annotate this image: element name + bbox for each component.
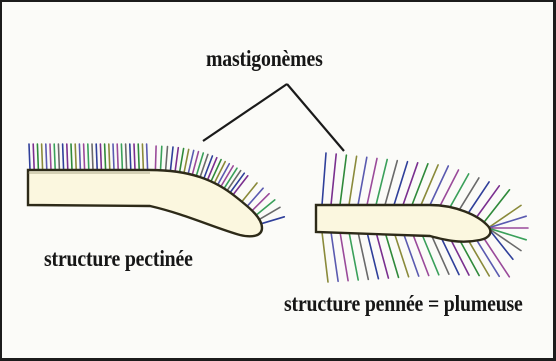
pointer-lines [203,84,344,151]
pectinate-hair [252,194,269,211]
pinnate-hair-tip [488,228,513,259]
pinnate-structure-label: structure pennée = plumeuse [284,291,523,317]
pinnate-hair-tip [488,216,526,228]
pinnate-hair-upper [421,165,438,205]
pectinate-hair [113,144,114,170]
pectinate-hair [88,144,89,170]
pinnate-hair-upper [466,182,489,217]
pinnate-hair-lower [340,232,348,281]
pectinate-hair [109,144,110,170]
pectinate-hair [180,149,184,173]
pectinate-hair [147,144,148,170]
pectinate-hair [42,144,43,170]
pectinate-hair [126,144,127,170]
pointer-line-left [203,84,287,141]
pectinate-hair [67,144,68,170]
pectinate-hair [208,158,217,180]
pectinate-hair [96,144,97,170]
pinnate-hair-upper [322,153,326,205]
pectinate-hair [71,144,72,170]
pinnate-hair-upper [457,178,479,214]
pectinate-hair [75,144,76,170]
pinnate-hair-upper [475,186,499,220]
pinnate-hair-lower [367,232,378,279]
pinnate-hair-upper [358,157,367,205]
pinnate-hair-tip [488,228,521,251]
pectinate-hair [29,144,30,170]
pectinate-hair [166,147,168,171]
pectinate-hair [184,149,189,173]
pectinate-hair [261,217,284,224]
pinnate-hair-upper [331,154,336,205]
pectinate-hair [50,144,51,170]
pectinate-hair [54,144,55,170]
pinnate-hair-upper [439,170,459,208]
pinnate-hair-lower [403,232,419,276]
pectinate-hair [79,144,80,170]
pectinate-hair [161,146,162,170]
pectinate-hair [100,144,101,170]
pectinate-hair [134,144,135,170]
pectinate-hair [117,144,118,170]
pinnate-hair-lower [412,232,429,276]
pectinate-hair [63,144,64,170]
pectinate-hair [33,144,34,170]
pinnate-hair-lower [349,232,358,280]
pinnate-hair-lower [331,232,338,281]
pectinate-hair [155,146,156,170]
pinnate-hair-upper [340,155,346,205]
pinnate-hair-lower [322,232,328,282]
pectinate-hair [37,144,38,170]
pectinate-hair [170,147,173,171]
pectinate-hair [84,144,85,170]
pectinate-hair [130,144,131,170]
pinnate-hair-upper [376,160,387,206]
pectinate-hair [204,156,213,178]
mastigonemes-label: mastigonèmes [206,46,323,72]
pinnate-flagellum [316,205,490,242]
pointer-line-right [287,84,344,151]
pectinate-hair [138,144,139,170]
pectinate-hair [121,144,122,170]
pectinate-hair [46,144,47,170]
pinnate-hair-upper [484,190,510,223]
pectinate-hair [105,144,106,170]
pectinate-structure-label: structure pectinée [44,246,193,272]
pectinate-flagellum [28,170,262,236]
pinnate-hair-upper [349,156,357,205]
pinnate-hair-tip [488,205,521,228]
pinnate-hair-upper [448,174,469,211]
pinnate-hair-tip [488,228,526,240]
pectinate-hair [142,144,143,170]
pinnate-hair-upper [430,166,448,205]
pinnate-hair-lower [358,232,368,279]
pectinate-hair [92,144,93,170]
pectinate-hair [58,144,59,170]
pectinate-hair [175,148,178,172]
pinnate-hair-upper [367,158,377,205]
